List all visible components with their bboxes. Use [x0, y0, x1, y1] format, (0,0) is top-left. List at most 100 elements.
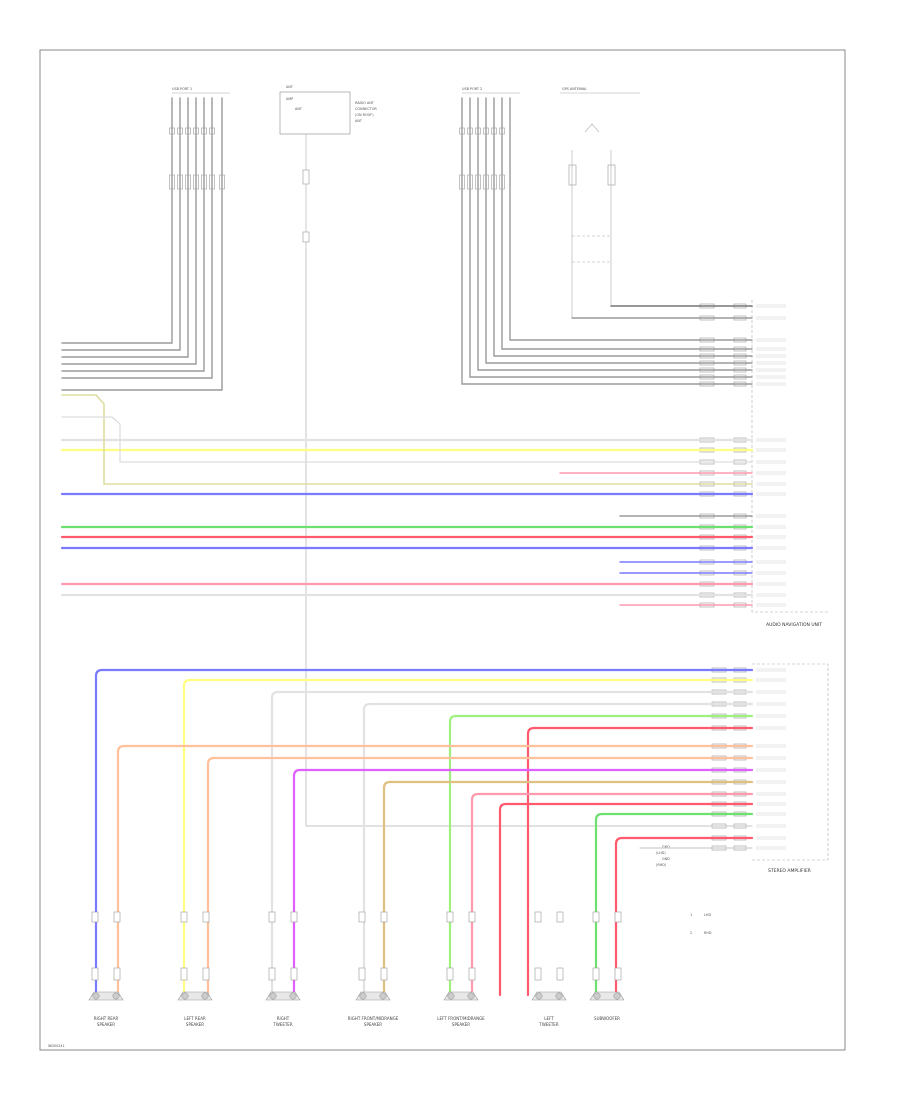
speaker-wire — [594, 812, 754, 997]
amp-pin-function — [756, 812, 786, 816]
head-unit-pin-function — [756, 448, 786, 452]
connector-pin — [290, 911, 298, 923]
head-unit-pin-function — [756, 593, 786, 597]
head-unit-pin-function — [756, 535, 786, 539]
speaker-wire — [526, 726, 754, 997]
usb-port-2-wire — [461, 97, 753, 385]
svg-text:(ON ROOF): (ON ROOF) — [355, 113, 374, 117]
connector-pin — [556, 967, 564, 981]
head-unit-pin-function — [756, 438, 786, 442]
head-unit-panel: AUDIO NAVIGATION UNIT — [751, 300, 828, 628]
amp-pin-function — [756, 768, 786, 772]
amp-pin-function — [756, 714, 786, 718]
svg-text:USB PORT 2: USB PORT 2 — [462, 87, 482, 91]
svg-text:(RHD): (RHD) — [656, 863, 667, 867]
head-unit-pin-function — [756, 304, 786, 308]
svg-text:CONNECTOR: CONNECTOR — [355, 107, 377, 111]
svg-text:(LHD): (LHD) — [656, 851, 666, 855]
connector-pin — [180, 911, 188, 923]
footer-code: WD00241 — [48, 1044, 65, 1048]
amp-pin-function — [756, 780, 786, 784]
speaker-terminal — [447, 992, 455, 1000]
speaker-sublabel: TWEETER — [538, 1022, 558, 1027]
amp-pin-function — [756, 668, 786, 672]
svg-text:ANT: ANT — [295, 107, 303, 111]
amp-pin-function — [756, 792, 786, 796]
head-unit-pin-function — [756, 375, 786, 379]
svg-text:2: 2 — [690, 931, 692, 935]
speaker-7: SUBWOOFER — [589, 911, 625, 1021]
speaker-label: LEFT — [544, 1016, 554, 1021]
legend: 1 LHD 2 RHD — [690, 913, 712, 935]
connector-pin — [614, 967, 622, 981]
usb-port-2-wire — [493, 97, 753, 357]
speaker-terminal — [269, 992, 277, 1000]
head-unit-pin-function — [756, 514, 786, 518]
speaker-terminal — [613, 992, 621, 1000]
legend-item-rhd: RHD — [704, 931, 712, 935]
speaker-terminal — [359, 992, 367, 1000]
speaker-wire — [270, 690, 754, 997]
speaker-wire — [182, 678, 754, 997]
svg-text:GND: GND — [662, 845, 670, 849]
amp-pin-function — [756, 824, 786, 828]
speaker-wire — [94, 668, 754, 997]
usb-port-2-wire — [477, 97, 753, 371]
usb-port-1-wire — [61, 97, 173, 344]
head-unit-label: AUDIO NAVIGATION UNIT — [766, 622, 822, 628]
speaker-terminal — [112, 992, 120, 1000]
connector-pin — [380, 911, 388, 923]
amplifier-label: STEREO AMPLIFIER — [768, 868, 811, 874]
head-unit-pin-function — [756, 603, 786, 607]
speaker-label: LEFT REAR — [184, 1016, 206, 1021]
connector-pin — [91, 911, 99, 923]
connector-pin — [358, 967, 366, 981]
svg-text:GPS ANTENNA: GPS ANTENNA — [562, 87, 587, 91]
speaker-terminal — [379, 992, 387, 1000]
connector-pin — [592, 967, 600, 981]
connector-pin — [380, 967, 388, 981]
top-left-connector-bundle: USB PORT 1 — [169, 87, 230, 190]
speaker-label: RIGHT FRONT/MIDRANGE — [348, 1016, 399, 1021]
speaker-terminal — [467, 992, 475, 1000]
connector-pin — [446, 967, 454, 981]
head-unit-pin-function — [756, 492, 786, 496]
svg-text:GND: GND — [662, 857, 670, 861]
connector-pin — [268, 967, 276, 981]
connector-pin — [358, 911, 366, 923]
head-unit-pin-function — [756, 368, 786, 372]
head-unit-pin-function — [756, 546, 786, 550]
svg-text:RADIO ANT: RADIO ANT — [355, 101, 375, 105]
head-unit-pin-function — [756, 382, 786, 386]
speaker-wire — [448, 714, 754, 997]
diagram-frame — [39, 49, 846, 1051]
speaker-sublabel: SPEAKER — [452, 1022, 470, 1027]
amp-pin-function — [756, 836, 786, 840]
head-unit-pin-function — [756, 571, 786, 575]
amp-pin-function — [756, 702, 786, 706]
top-center-component: ANT AMP ANT RADIO ANT CONNECTOR (ON ROOF… — [279, 85, 377, 250]
connector-pin — [268, 911, 276, 923]
head-unit-pin-function — [756, 582, 786, 586]
speaker-wire — [614, 836, 754, 997]
connector-pin — [113, 911, 121, 923]
amp-pin-function — [756, 802, 786, 806]
amp-pin-function — [756, 726, 786, 730]
amp-pin-function — [756, 756, 786, 760]
connector-pin — [290, 967, 298, 981]
connector-pin — [556, 911, 564, 923]
svg-text:AMP: AMP — [286, 97, 293, 101]
speaker-sublabel: SPEAKER — [186, 1022, 204, 1027]
usb-port-2-wire — [485, 97, 753, 364]
head-unit-pin-function — [756, 354, 786, 358]
usb-port-1-shield-wire — [61, 97, 223, 391]
speaker-terminal — [535, 992, 543, 1000]
speaker-label: SUBWOOFER — [594, 1016, 620, 1021]
svg-text:ANT: ANT — [355, 119, 363, 123]
